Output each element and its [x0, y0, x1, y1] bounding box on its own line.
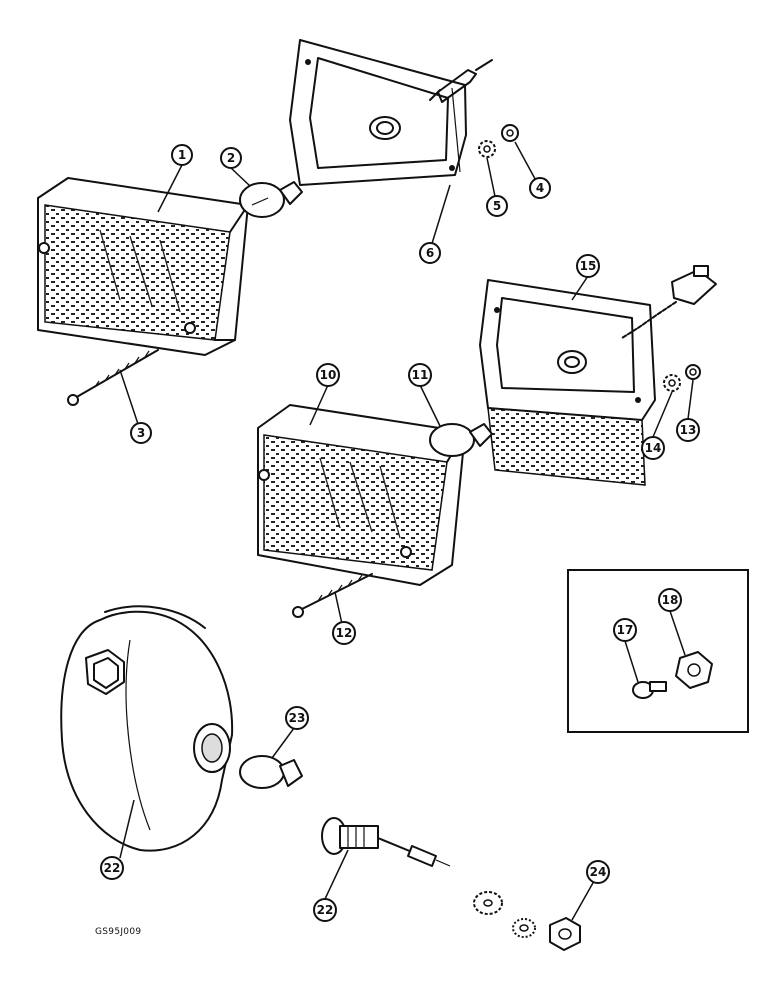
work-lamp-housing [60, 605, 234, 852]
nut-4 [501, 124, 519, 142]
callout-14-label: 14 [645, 441, 662, 455]
tail-lamp-center [257, 404, 466, 586]
bolt-17 [632, 681, 667, 699]
callout-18-label: 18 [662, 593, 679, 607]
nut-18 [675, 651, 713, 689]
callout-6-label: 6 [426, 246, 434, 260]
reflector-plate-right [479, 279, 656, 486]
callout-4-label: 4 [536, 181, 544, 195]
screw-12 [292, 573, 373, 618]
callout-11: 11 [408, 363, 432, 387]
callout-2-label: 2 [227, 151, 235, 165]
callout-13: 13 [676, 418, 700, 442]
callout-15-label: 15 [580, 259, 597, 273]
callout-24-label: 24 [590, 865, 607, 879]
callout-5-label: 5 [493, 199, 501, 213]
tail-lamp-left [37, 177, 249, 356]
callout-23: 23 [285, 706, 309, 730]
callout-14: 14 [641, 436, 665, 460]
nut-13 [685, 364, 701, 380]
callout-17: 17 [613, 618, 637, 642]
drawing-code: GS95J009 [95, 927, 141, 937]
washer-lock [512, 918, 536, 938]
bulb-23 [239, 755, 303, 789]
callout-10: 10 [316, 363, 340, 387]
bulb-11 [429, 423, 493, 457]
callout-22-socket: 22 [313, 898, 337, 922]
screw-3 [67, 349, 159, 406]
wire-lead-top [429, 59, 493, 103]
lock-washer-5 [478, 140, 496, 158]
callout-12-label: 12 [336, 626, 353, 640]
callout-23-label: 23 [289, 711, 306, 725]
callout-11-label: 11 [412, 368, 429, 382]
callout-12: 12 [332, 621, 356, 645]
lamp-socket [321, 817, 451, 867]
connector-plug [621, 265, 717, 339]
callout-13-label: 13 [680, 423, 697, 437]
bulb-2 [239, 181, 303, 218]
reflector-plate-top [289, 39, 467, 186]
nut-24 [549, 917, 581, 951]
callout-3: 3 [130, 422, 152, 444]
callout-22b-label: 22 [317, 903, 334, 917]
callout-6: 6 [419, 242, 441, 264]
callout-17-label: 17 [617, 623, 634, 637]
callout-22a-label: 22 [104, 861, 121, 875]
callout-10-label: 10 [320, 368, 337, 382]
callout-24: 24 [586, 860, 610, 884]
callout-18: 18 [658, 588, 682, 612]
callout-1-label: 1 [178, 148, 186, 162]
callout-5: 5 [486, 195, 508, 217]
callout-2: 2 [220, 147, 242, 169]
callout-4: 4 [529, 177, 551, 199]
callout-22-housing: 22 [100, 856, 124, 880]
inset-box [567, 569, 749, 733]
callout-3-label: 3 [137, 426, 145, 440]
washer-flat [473, 891, 503, 915]
callout-1: 1 [171, 144, 193, 166]
lock-washer-14 [663, 374, 681, 392]
callout-15: 15 [576, 254, 600, 278]
